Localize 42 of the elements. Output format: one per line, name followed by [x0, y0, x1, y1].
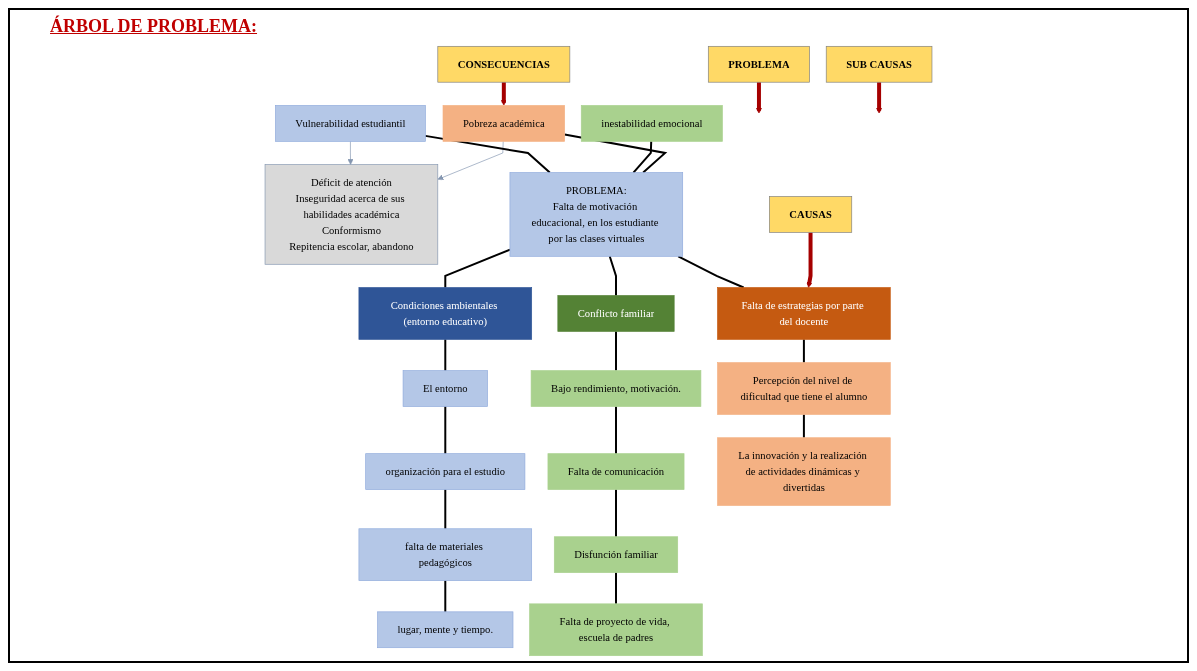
connector: [615, 330, 617, 372]
node-box: PROBLEMA: [707, 46, 810, 83]
node-box: CAUSAS: [769, 196, 853, 233]
node-box: falta de materiales pedagógicos: [358, 528, 532, 581]
connector: [632, 140, 653, 174]
node-box: SUB CAUSAS: [825, 46, 933, 83]
connector: [444, 405, 447, 455]
node-box: PROBLEMA: Falta de motivación educacional, en los estudiante por las clases virtuales: [509, 172, 684, 257]
diagram-title: ÁRBOL DE PROBLEMA:: [50, 16, 258, 37]
connector: [444, 579, 447, 613]
node-box: Bajo rendimiento, motivación.: [530, 370, 702, 407]
node-box: CONSECUENCIAS: [437, 46, 571, 83]
connector: [615, 488, 617, 538]
node-box: Pobreza académica: [442, 105, 565, 142]
connector: [615, 405, 617, 455]
arrow: [876, 82, 882, 114]
node-box: Percepción del nivel de dificultad que tiene el alumno: [717, 362, 891, 415]
node-box: Falta de estrategias por parte del docente: [717, 287, 891, 340]
connector: [802, 338, 805, 364]
connector: [615, 571, 617, 605]
node-box: inestabilidad emocional: [580, 105, 723, 142]
connector: [802, 413, 805, 439]
node-box: organización para el estudio: [365, 453, 526, 490]
node-box: Déficit de atención Inseguridad acerca de sus habilidades académica Conformismo Repitencia escolar, abandono: [264, 164, 439, 265]
arrow: [806, 232, 813, 288]
node-box: Conflicto familiar: [557, 295, 675, 332]
connector: [444, 248, 511, 289]
connector: [677, 255, 745, 289]
node-box: Condiciones ambientales (entorno educativo): [358, 287, 532, 340]
connector: [608, 255, 617, 297]
arrow: [756, 82, 762, 114]
node-box: La innovación y la realización de actividades dinámicas y divertidas: [717, 437, 891, 506]
node-box: Falta de comunicación: [547, 453, 685, 490]
connector: [424, 134, 551, 174]
node-box: Falta de proyecto de vida, escuela de padres: [529, 603, 703, 656]
connector: [444, 488, 447, 530]
connector: [444, 338, 447, 372]
node-box: lugar, mente y tiempo.: [377, 611, 514, 649]
arrow: [500, 82, 507, 106]
node-box: Disfunción familiar: [553, 536, 679, 573]
node-box: Vulnerabilidad estudiantil: [275, 105, 426, 142]
node-box: El entorno: [402, 370, 488, 407]
